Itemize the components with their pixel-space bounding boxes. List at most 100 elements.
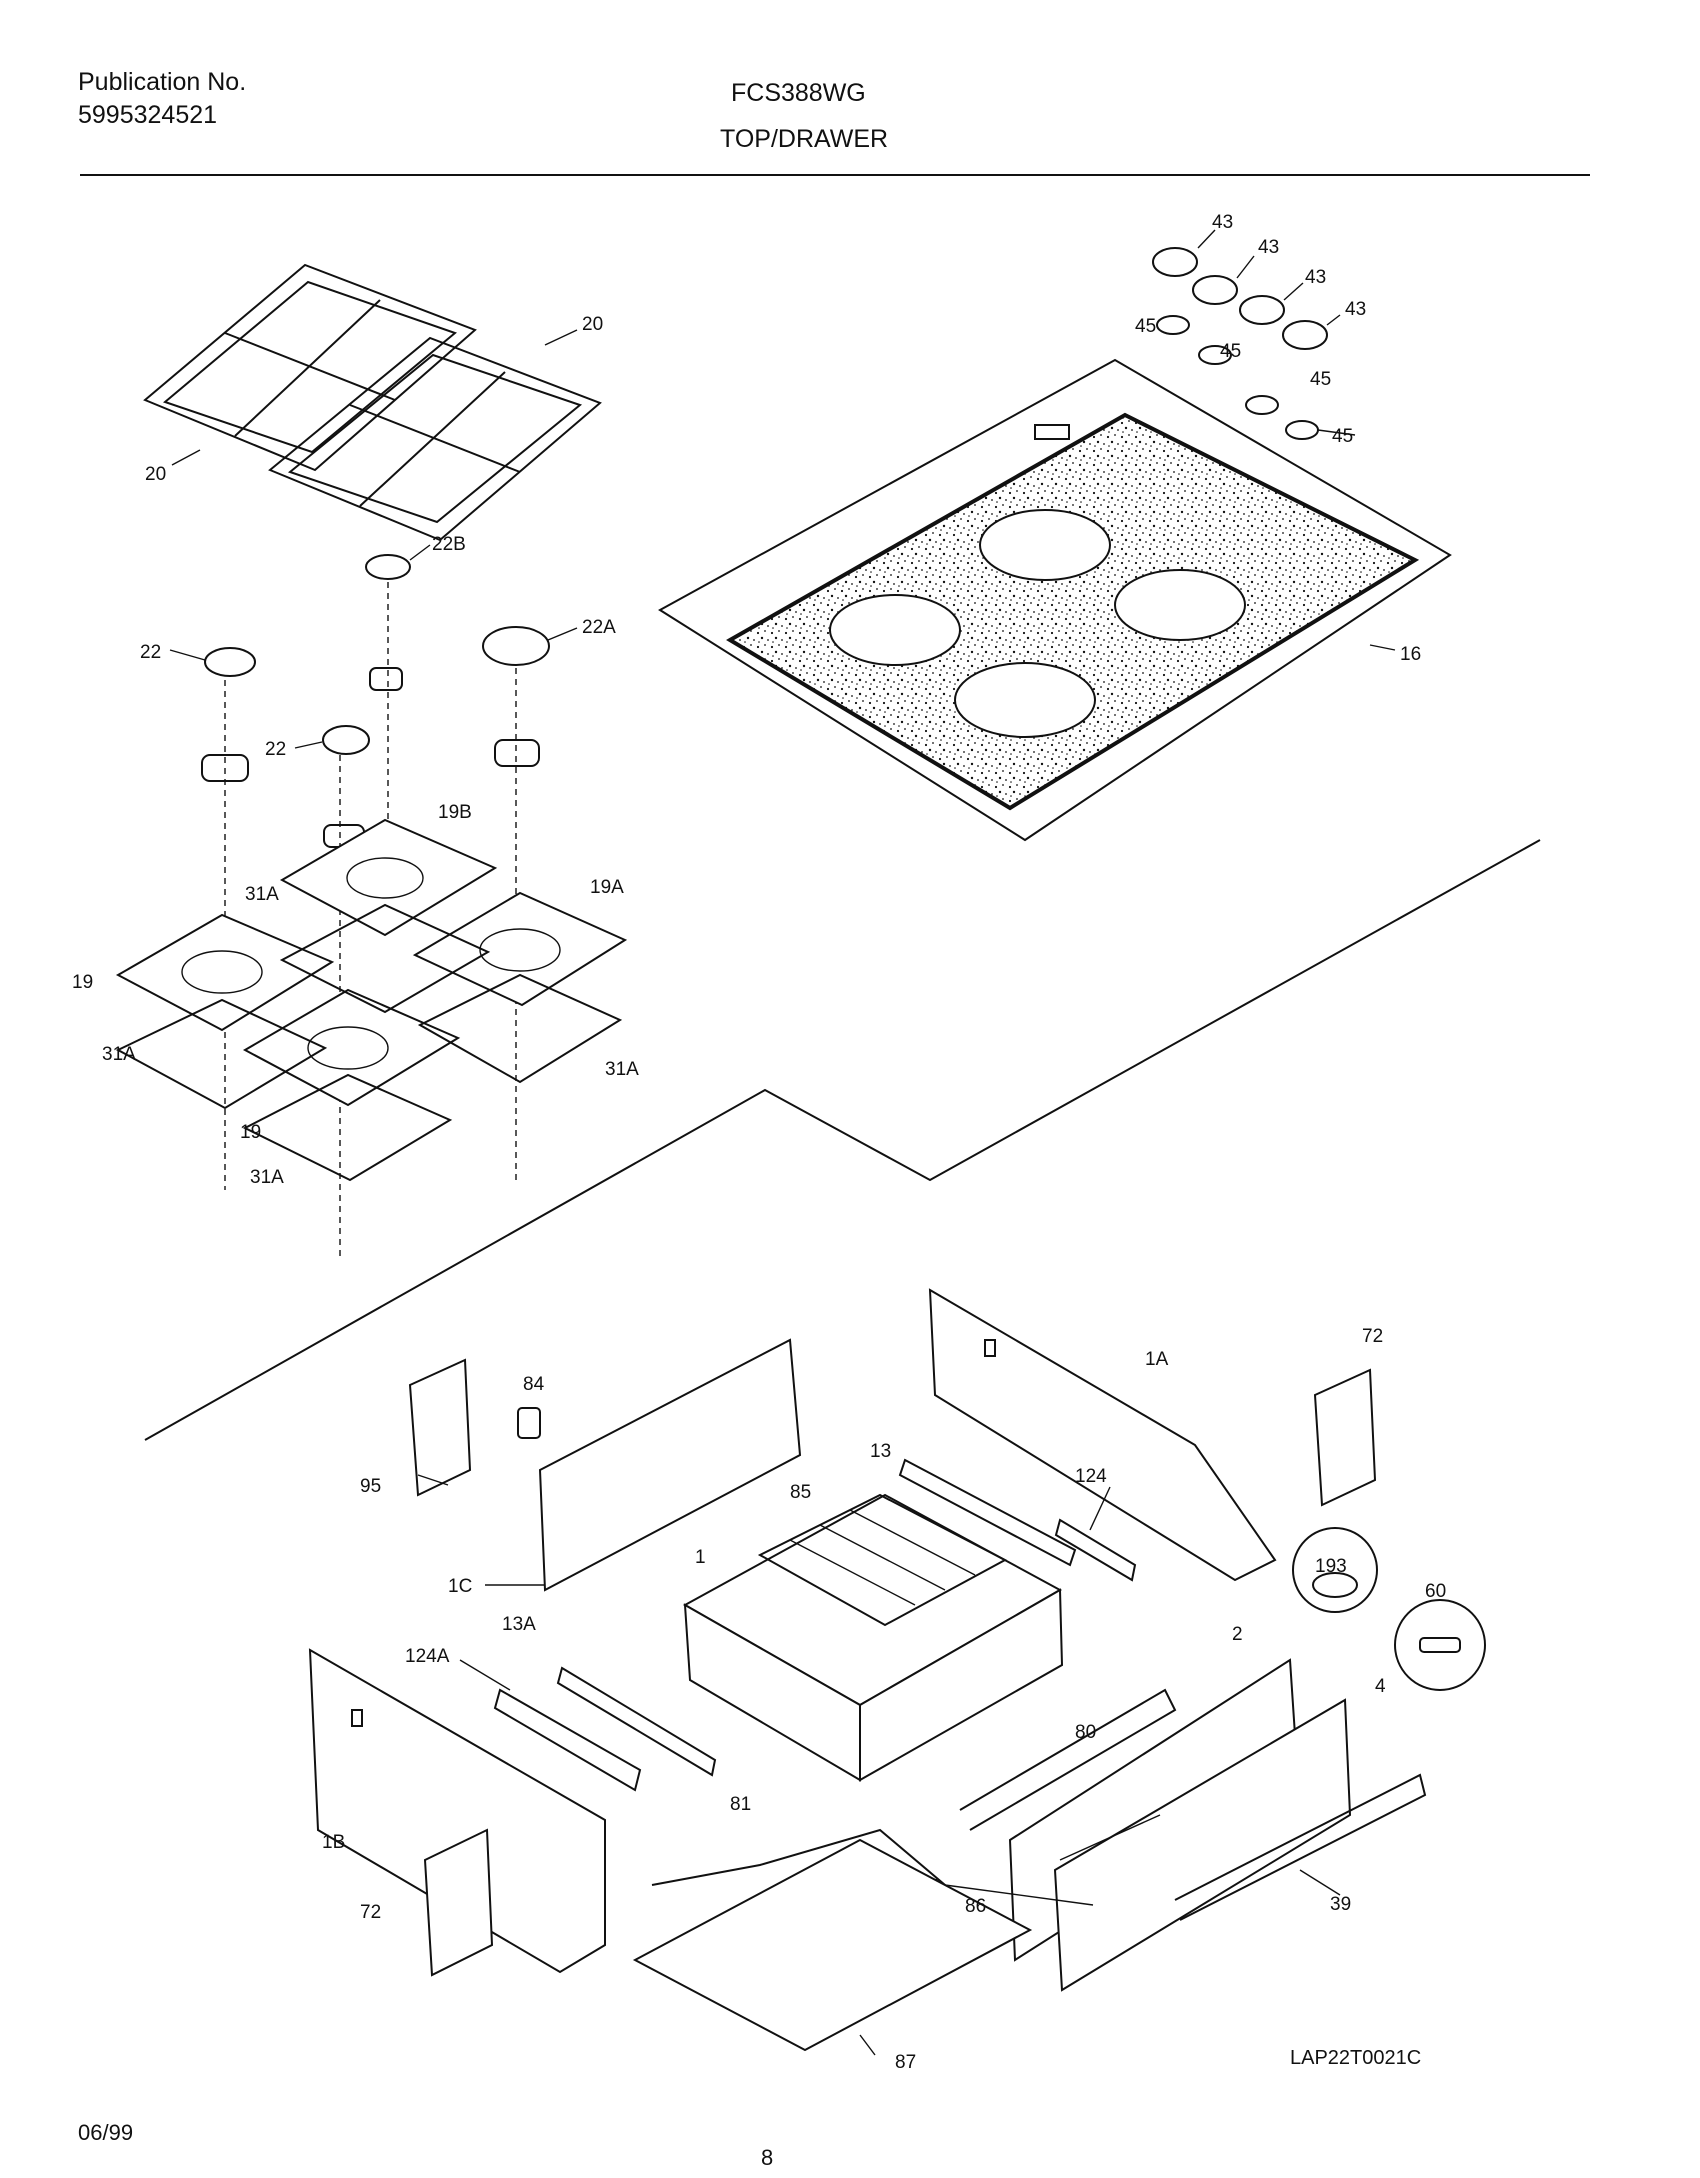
gasket-31a-front (242, 1073, 453, 1182)
callout-193: 193 (1315, 1556, 1347, 1577)
knob-bezel-45-4 (1285, 420, 1319, 440)
burner-cap-22 (204, 647, 256, 677)
drawing-code: LAP22T0021C (1290, 2047, 1422, 2069)
callout-45-2: 45 (1220, 341, 1241, 362)
gasket-31a-rear (279, 903, 491, 1014)
gasket-31a-right (417, 973, 623, 1084)
burner-pan-19a (412, 891, 628, 1007)
cooktop-glass-16 (658, 358, 1452, 842)
burner-cap-22b (365, 554, 411, 580)
callout-31a-front: 31A (250, 1167, 284, 1188)
callout-60: 60 (1425, 1581, 1446, 1602)
wire-rack-85 (757, 1493, 1008, 1627)
knob-bezel-45-1 (1156, 315, 1190, 335)
callout-20-left: 20 (145, 464, 166, 485)
slide-rail-124a (493, 1688, 642, 1792)
callout-86: 86 (965, 1896, 986, 1917)
callout-16: 16 (1400, 644, 1421, 665)
callout-72-left: 72 (360, 1902, 381, 1923)
callout-22-small: 22 (265, 739, 286, 760)
callout-87: 87 (895, 2052, 916, 2073)
callout-1: 1 (695, 1547, 706, 1568)
section-divider-lines (144, 839, 1541, 1441)
callout-45-1: 45 (1135, 316, 1156, 337)
knob-bezel-45-2 (1198, 345, 1232, 365)
callout-19b: 19B (438, 802, 472, 823)
header-rule (80, 174, 1590, 176)
callout-1b: 1B (322, 1832, 345, 1853)
model-number: FCS388WG (731, 79, 866, 107)
callout-95: 95 (360, 1476, 381, 1497)
side-panel-1a (928, 1288, 1277, 1582)
burner-pan-19-front (242, 988, 461, 1107)
bracket-72-left (423, 1828, 494, 1977)
callout-labels: 20 20 22B 22 22A 22 19B 19A 31A 19 31A 3… (72, 212, 1446, 2073)
callout-4: 4 (1375, 1676, 1386, 1697)
latch-84 (517, 1407, 541, 1439)
callout-13a: 13A (502, 1614, 536, 1635)
screw-60-inset (1394, 1599, 1486, 1691)
callout-85: 85 (790, 1482, 811, 1503)
knob-bezel-45-3 (1245, 395, 1279, 415)
slide-rail-124 (1054, 1518, 1137, 1582)
drawer-slide-13 (898, 1458, 1077, 1567)
leader-lines (169, 229, 1396, 2056)
callout-124a: 124A (405, 1646, 450, 1667)
side-panel-1c (538, 1338, 802, 1592)
callout-31a-left: 31A (102, 1044, 136, 1065)
heat-shield-95 (408, 1358, 472, 1497)
burner-head-22b (369, 667, 403, 691)
callout-1c: 1C (448, 1576, 472, 1597)
grommet-193-inset (1292, 1527, 1378, 1613)
control-knob-43-2 (1192, 275, 1238, 305)
callout-19-left: 19 (72, 972, 93, 993)
gasket-31a-left (115, 998, 328, 1110)
callout-43-4: 43 (1345, 299, 1366, 320)
drawer-body-1 (682, 1493, 1064, 1782)
handle-39 (1174, 1773, 1427, 1921)
section-title: TOP/DRAWER (720, 125, 889, 153)
drawer-bottom-87 (632, 1838, 1033, 2052)
slide-13a (556, 1666, 717, 1777)
callout-1a: 1A (1145, 1349, 1169, 1370)
callout-72-right: 72 (1362, 1326, 1383, 1347)
burner-grate-left (143, 263, 477, 472)
callout-31a-right: 31A (605, 1059, 639, 1080)
callout-22a: 22A (582, 617, 616, 638)
drawer-front-4 (1053, 1698, 1352, 1992)
callout-84: 84 (523, 1374, 545, 1395)
callout-22-left: 22 (140, 642, 161, 663)
callout-19-front: 19 (240, 1122, 261, 1143)
callout-2: 2 (1232, 1624, 1243, 1645)
callout-39: 39 (1330, 1894, 1351, 1915)
burner-cap-22a (482, 626, 550, 666)
publication-label: Publication No. (78, 68, 247, 96)
callout-43-3: 43 (1305, 267, 1326, 288)
callout-43-1: 43 (1212, 212, 1233, 233)
bracket-72-right (1313, 1368, 1377, 1507)
callout-80: 80 (1075, 1722, 1096, 1743)
side-panel-1b (308, 1648, 606, 1974)
callout-22b: 22B (432, 534, 466, 555)
callout-45-4: 45 (1332, 426, 1353, 447)
callout-13: 13 (870, 1441, 891, 1462)
publication-number: 5995324521 (78, 101, 218, 129)
gasket-80 (959, 1688, 1177, 1831)
callout-124: 124 (1075, 1466, 1107, 1487)
callout-45-3: 45 (1310, 369, 1331, 390)
burner-pan-19-left (115, 913, 335, 1032)
control-knob-43-4 (1282, 320, 1328, 350)
page-number: 8 (761, 2145, 774, 2170)
burner-head-22a (494, 739, 540, 767)
control-knob-43-1 (1152, 247, 1198, 277)
callout-43-2: 43 (1258, 237, 1279, 258)
footer-date: 06/99 (78, 2120, 134, 2145)
callout-81: 81 (730, 1794, 751, 1815)
callout-31a-rear: 31A (245, 884, 279, 905)
burner-grate-right (268, 336, 602, 542)
control-knob-43-3 (1239, 295, 1285, 325)
burner-cap-22-small (322, 725, 370, 755)
callout-19a: 19A (590, 877, 624, 898)
burner-pan-19b (279, 818, 498, 937)
